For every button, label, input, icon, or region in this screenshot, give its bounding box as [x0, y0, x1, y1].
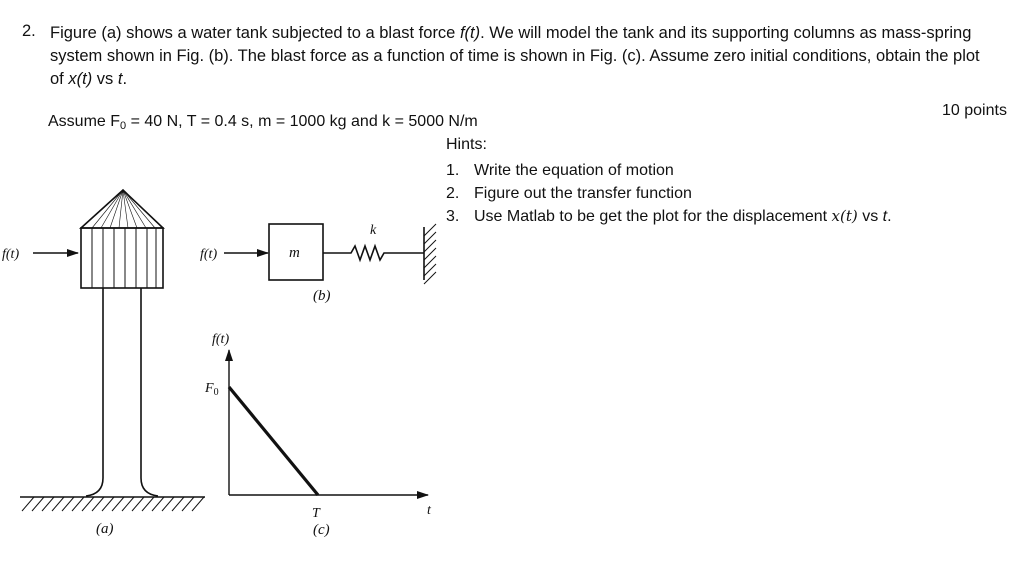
force-label-a: f(t)	[2, 247, 19, 262]
figure-label-a: (a)	[96, 521, 114, 537]
tank-roof	[78, 188, 166, 229]
given-rest: = 40 N, T = 0.4 s, m = 1000 kg and k = 5…	[126, 113, 478, 130]
hint-end: .	[887, 208, 892, 225]
mass-label: m	[289, 245, 300, 261]
hint-number: 2.	[446, 185, 460, 202]
spring	[323, 243, 424, 263]
force-time-graph	[225, 349, 429, 499]
question-text-4: .	[122, 70, 128, 88]
period-label: T	[312, 506, 321, 521]
question-text-3: vs	[92, 70, 118, 88]
force-ramp	[227, 385, 320, 497]
hint-number: 1.	[446, 162, 460, 179]
hints-list: 1. Write the equation of motion 2. Figure …	[446, 159, 892, 228]
given-prefix: Assume F	[48, 113, 121, 130]
question-text-1: Figure (a) shows a water tank subjected …	[50, 24, 460, 42]
plot-variable: x(t)	[68, 70, 93, 88]
hints-title: Hints:	[446, 136, 487, 153]
hint-item: 3. Use Matlab to be get the plot for the …	[446, 205, 892, 228]
tank-column	[85, 288, 159, 497]
question-number: 2.	[22, 22, 36, 40]
force-label-b: f(t)	[200, 247, 217, 262]
mass-block	[268, 223, 324, 281]
time-axis-label: t	[427, 503, 432, 518]
question-text: Figure (a) shows a water tank subjected …	[50, 22, 995, 91]
points-label: 10 points	[942, 102, 1007, 119]
time-variable: t	[117, 70, 123, 88]
force-function: f(t)	[459, 24, 481, 42]
water-tank-figure	[20, 188, 205, 512]
hint-t: t	[882, 208, 888, 225]
mass-spring-figure	[224, 223, 437, 285]
figure-label-b: (b)	[313, 288, 331, 304]
given-values: Assume F0 = 40 N, T = 0.4 s, m = 1000 kg…	[48, 113, 478, 132]
hint-text: Write the equation of motion	[474, 162, 674, 179]
hint-number: 3.	[446, 208, 460, 225]
hint-math-x: x(t)	[831, 207, 858, 225]
hint-item: 2. Figure out the transfer function	[446, 182, 892, 205]
figure-label-c: (c)	[313, 522, 330, 538]
hint-text: Use Matlab to be get the plot for the di…	[474, 208, 832, 225]
hint-tail: vs	[857, 208, 883, 225]
tank-body	[80, 227, 164, 289]
hint-item: 1. Write the equation of motion	[446, 159, 892, 182]
hint-text: Figure out the transfer function	[474, 185, 692, 202]
spring-label: k	[370, 223, 377, 238]
force-label-c: f(t)	[212, 332, 229, 347]
question-text-2: . We will model the tank and its support…	[50, 24, 980, 88]
given-subscript: 0	[120, 120, 127, 132]
peak-label: F0	[204, 381, 219, 398]
